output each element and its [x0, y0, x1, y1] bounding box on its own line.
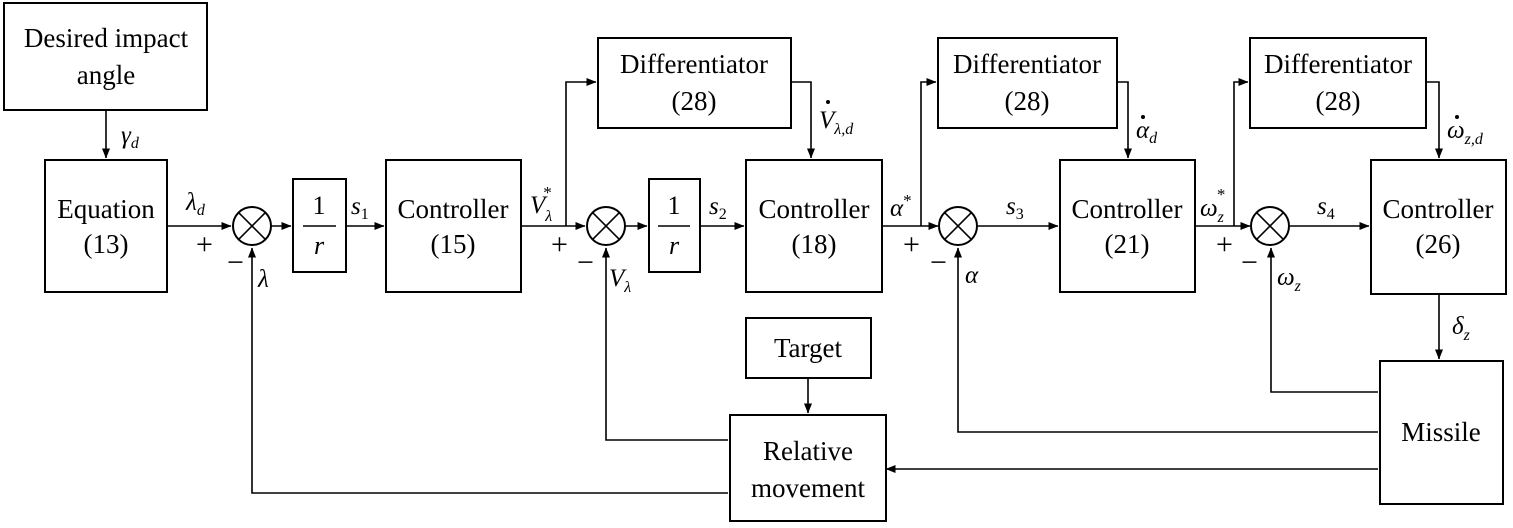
label-lambda-d: λd: [185, 189, 206, 219]
controller18-line1: Controller: [759, 194, 870, 224]
diff1-line1: Differentiator: [620, 49, 768, 79]
wire-lambda-feedback: [248, 247, 728, 494]
controller21-line1: Controller: [1072, 194, 1183, 224]
signal-labels: γd λd λ s1 Vλ* Vλ s2 Vλ,d α: [121, 100, 1484, 344]
equation-line1: Equation: [57, 194, 155, 224]
label-s2: s2: [709, 193, 727, 223]
sum2-minus-sign: −: [577, 246, 594, 279]
controller-21-block: Controller (21): [1059, 159, 1196, 293]
equation-block: Equation (13): [44, 159, 168, 293]
label-alpha-dot-d: αd: [1136, 117, 1158, 147]
desired-line1: Desired impact: [24, 23, 189, 53]
diff3-line2: (28): [1316, 86, 1361, 116]
relative-line1: Relative: [763, 436, 853, 466]
summing-junction-1: [232, 206, 272, 246]
reciprocal-r-block-2: 1 r: [648, 178, 701, 273]
target-block: Target: [745, 317, 872, 379]
label-omega-dot-z-d: ωz,d: [1447, 117, 1484, 148]
label-s3: s3: [1006, 193, 1024, 223]
wire-diff3-out: [1426, 81, 1443, 159]
controller15-line2: (15): [431, 229, 476, 259]
wire-diff2-out: [1117, 81, 1132, 159]
sum3-plus-sign: +: [903, 228, 920, 261]
sum1-minus-sign: −: [227, 246, 244, 279]
missile-label: Missile: [1401, 417, 1481, 447]
wire-diff1-in: [565, 78, 597, 226]
summing-junction-4: [1250, 206, 1290, 246]
diff2-line2: (28): [1005, 86, 1050, 116]
sum3-minus-sign: −: [930, 246, 947, 279]
sum4-plus-sign: +: [1216, 228, 1233, 261]
controller-26-block: Controller (26): [1370, 159, 1507, 295]
signal-wires: [102, 78, 1443, 494]
sum4-minus-sign: −: [1241, 246, 1258, 279]
controller26-line1: Controller: [1383, 194, 1494, 224]
wire-diff1-out: [791, 81, 815, 159]
controller-18-block: Controller (18): [745, 159, 883, 293]
label-s1: s1: [351, 193, 369, 223]
label-gamma-d: γd: [121, 122, 140, 152]
diff2-line1: Differentiator: [953, 49, 1101, 79]
label-v-dot-lambda-d: Vλ,d: [819, 107, 854, 138]
junction-signs: + − + − + − + −: [196, 228, 1258, 279]
diff3-line1: Differentiator: [1264, 49, 1412, 79]
label-alpha-star: α*: [890, 191, 912, 222]
sum2-plus-sign: +: [551, 228, 568, 261]
recip2-num: 1: [668, 191, 681, 220]
label-omega-z: ωz: [1277, 264, 1302, 295]
wire-omega-feedback: [1267, 247, 1378, 393]
omega-dot-marker: [1455, 115, 1459, 119]
controller15-line1: Controller: [398, 194, 509, 224]
wire-alpha-feedback: [954, 247, 1378, 433]
differentiator-block-2: Differentiator (28): [937, 37, 1118, 129]
label-alpha: α: [965, 262, 979, 289]
relative-movement-block: Relative movement: [729, 414, 887, 522]
label-v-lambda-star: Vλ*: [530, 183, 552, 225]
missile-block: Missile: [1379, 360, 1504, 505]
summing-junction-3: [938, 206, 978, 246]
differentiator-block-1: Differentiator (28): [597, 37, 792, 129]
wire-v-lambda-feedback: [602, 247, 728, 441]
equation-line2: (13): [84, 229, 129, 259]
recip2-den: r: [669, 231, 680, 260]
label-lambda: λ: [257, 266, 269, 293]
sum1-plus-sign: +: [196, 228, 213, 261]
controller18-line2: (18): [792, 229, 837, 259]
summing-junction-2: [586, 206, 626, 246]
diff1-line2: (28): [672, 86, 717, 116]
wire-diff3-in: [1233, 78, 1249, 226]
desired-impact-angle-block: Desired impact angle: [3, 2, 208, 111]
differentiator-block-3: Differentiator (28): [1249, 37, 1427, 129]
relative-line2: movement: [751, 473, 865, 503]
recip1-den: r: [314, 231, 325, 260]
reciprocal-r-block-1: 1 r: [292, 178, 347, 273]
v-dot-marker: [826, 100, 830, 104]
label-delta-z: δz: [1452, 313, 1471, 344]
label-omega-z-star: ωz*: [1200, 185, 1225, 226]
label-v-lambda: Vλ: [609, 265, 631, 296]
controller26-line2: (26): [1416, 229, 1461, 259]
desired-line2: angle: [77, 60, 135, 90]
target-label: Target: [774, 333, 843, 363]
controller21-line2: (21): [1105, 229, 1150, 259]
alpha-dot-marker: [1141, 115, 1145, 119]
wire-diff2-in: [920, 78, 937, 226]
controller-15-block: Controller (15): [385, 159, 522, 293]
label-s4: s4: [1317, 193, 1335, 223]
recip1-num: 1: [313, 191, 326, 220]
